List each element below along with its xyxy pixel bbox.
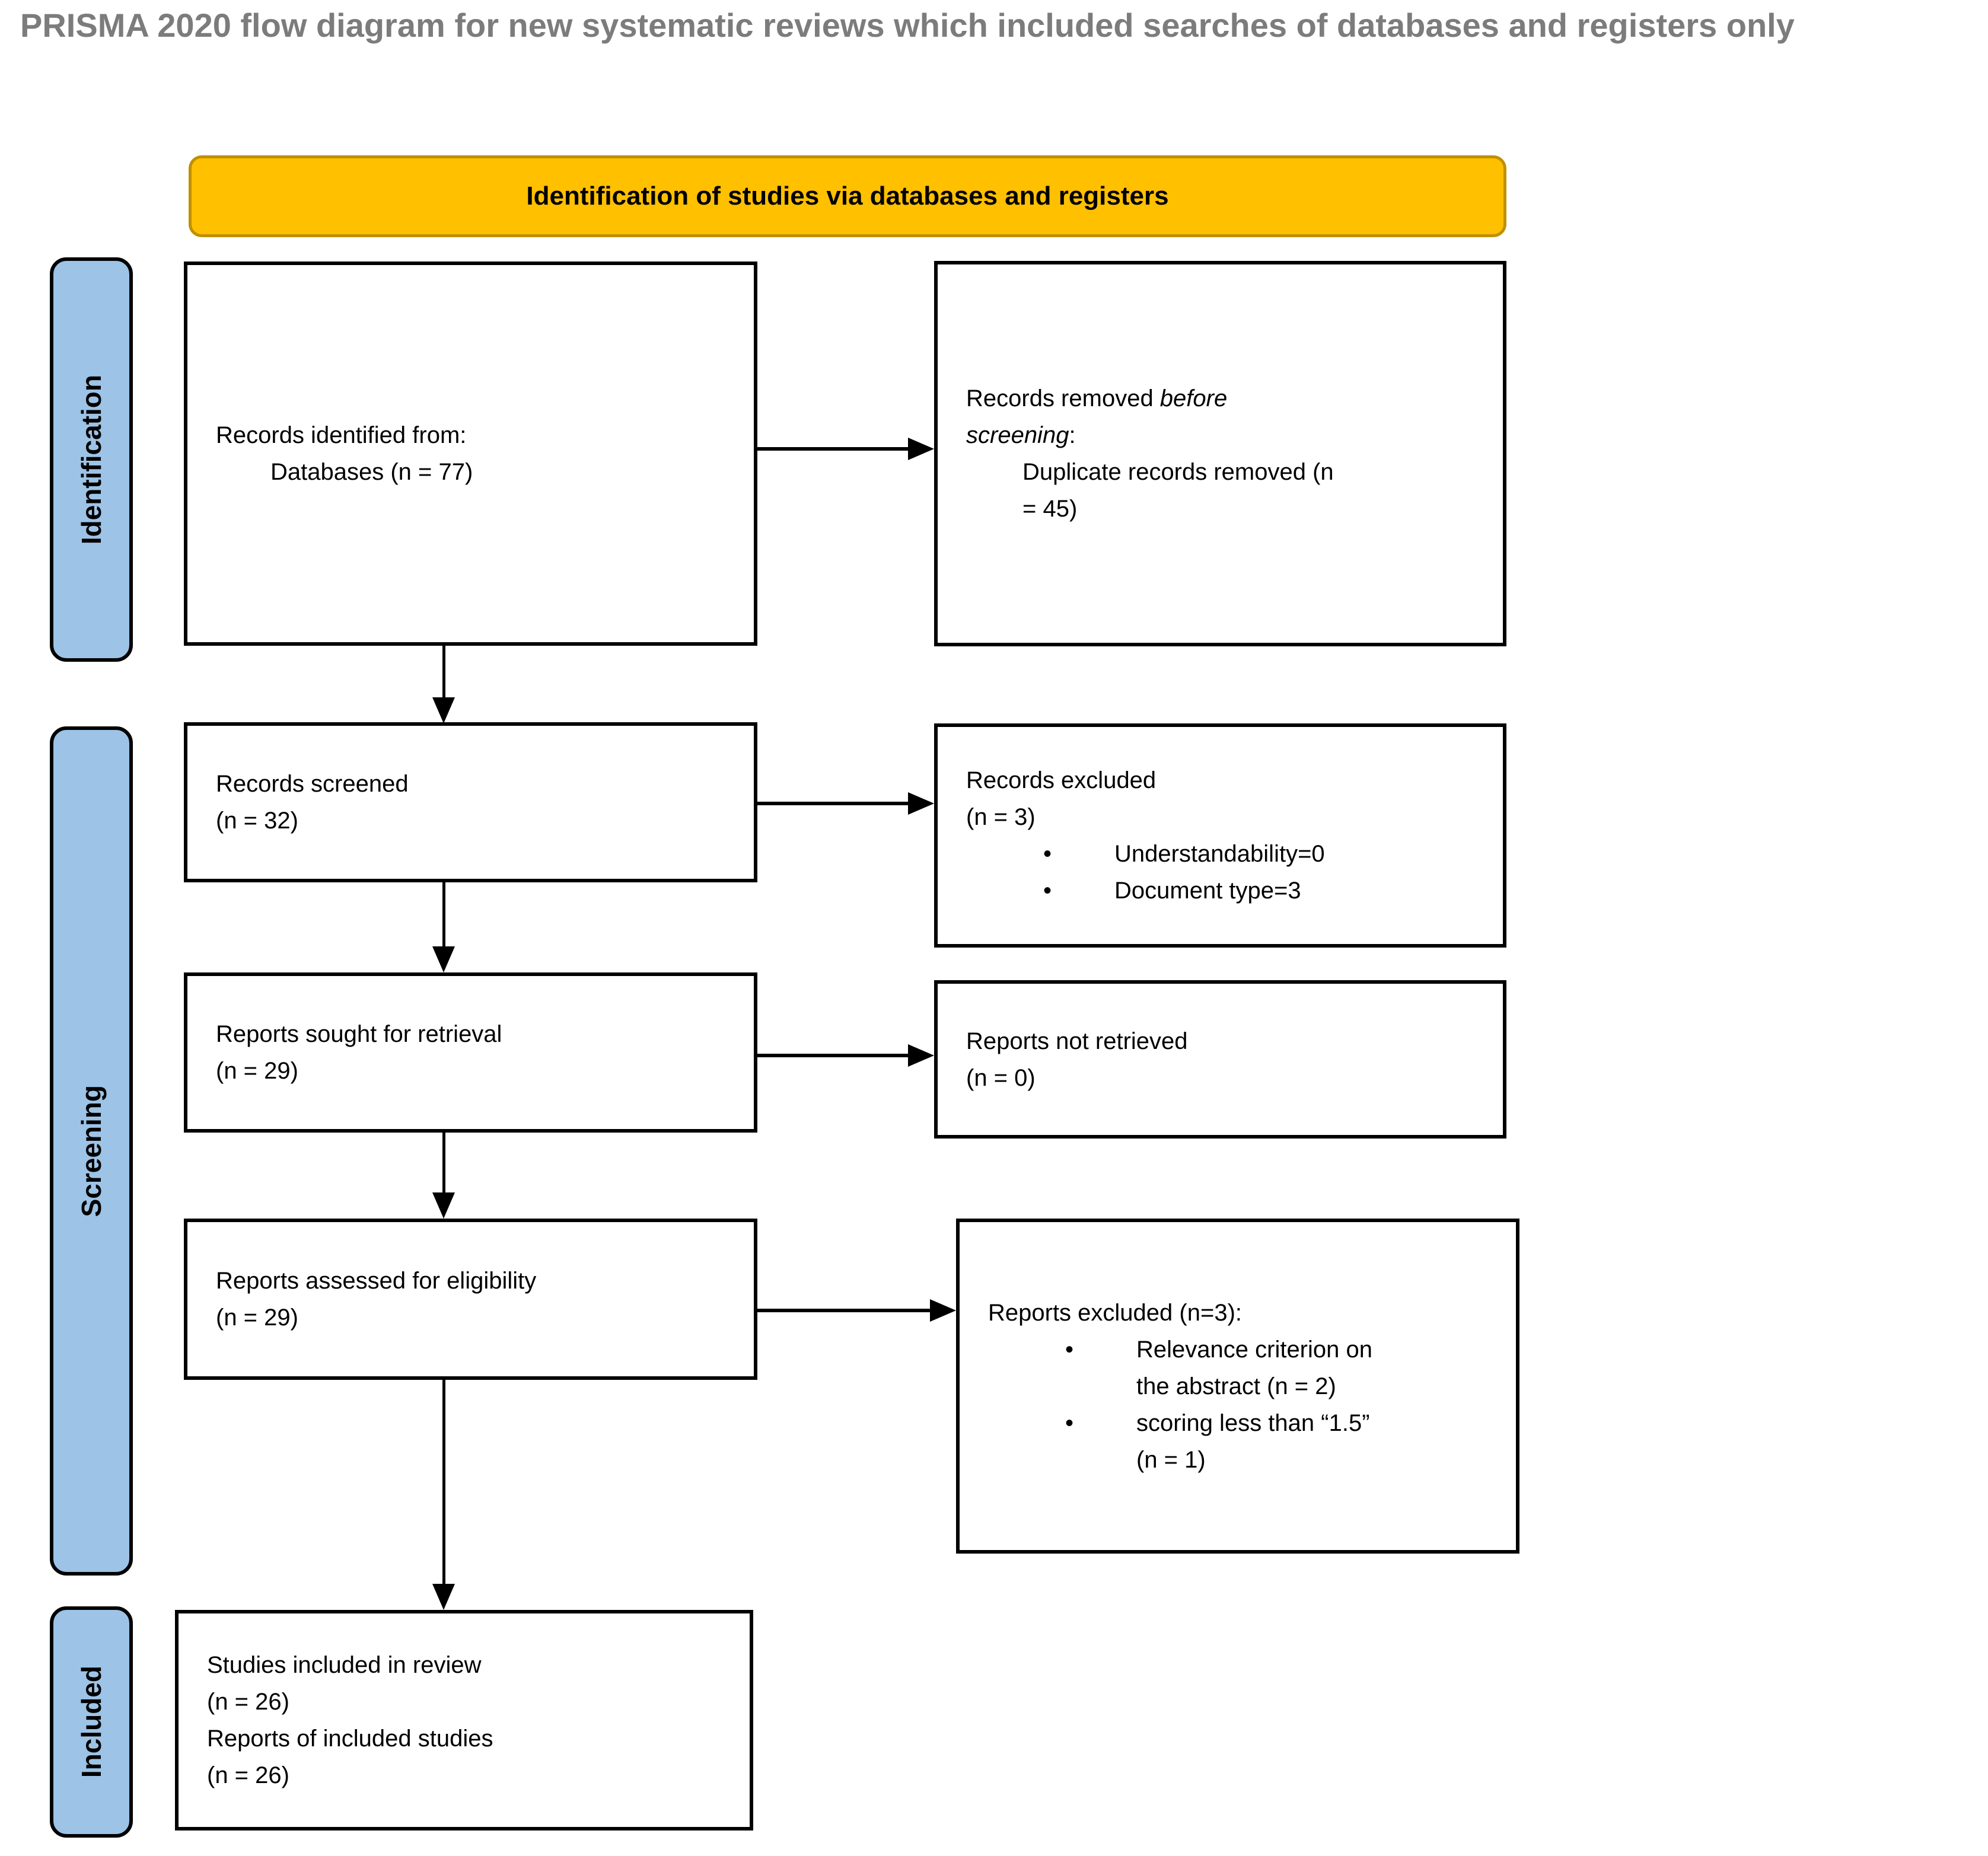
diagram-title: PRISMA 2020 flow diagram for new systema… xyxy=(20,7,1795,44)
reports-sought-text: Reports sought for retrieval (n = 29) xyxy=(216,1021,502,1084)
records-excluded-text: Records excluded (n = 3) xyxy=(966,767,1157,830)
records-removed-emphasis: before screening xyxy=(966,385,1228,448)
reports-excluded-bullet-1: Relevance criterion on the abstract (n =… xyxy=(1136,1336,1372,1399)
list-item: • Document type=3 xyxy=(1043,872,1474,909)
stage-identification: Identification xyxy=(50,257,133,662)
records-excluded-bullet-2: Document type=3 xyxy=(1114,878,1301,904)
records-excluded-bullets: • Understandability=0 • Document type=3 xyxy=(1043,835,1474,909)
list-item: • Relevance criterion on the abstract (n… xyxy=(1065,1331,1487,1405)
list-item: • scoring less than “1.5” (n = 1) xyxy=(1065,1405,1487,1478)
box-records-removed-before-screening: Records removed before screening:Duplica… xyxy=(934,261,1506,646)
reports-excluded-bullets: • Relevance criterion on the abstract (n… xyxy=(1065,1331,1487,1478)
reports-excluded-text: Reports excluded (n=3): xyxy=(988,1299,1242,1326)
reports-assessed-text: Reports assessed for eligibility (n = 29… xyxy=(216,1268,537,1331)
box-reports-assessed: Reports assessed for eligibility (n = 29… xyxy=(184,1219,757,1380)
box-records-identified: Records identified from: Databases (n = … xyxy=(184,262,757,646)
studies-included-text: Studies included in review (n = 26) Repo… xyxy=(207,1652,493,1788)
box-records-excluded: Records excluded (n = 3) • Understandabi… xyxy=(934,723,1506,948)
box-reports-not-retrieved: Reports not retrieved (n = 0) xyxy=(934,980,1506,1139)
bullet-icon: • xyxy=(1065,1409,1074,1436)
records-identified-line2: Databases (n = 77) xyxy=(270,459,473,485)
stage-included: Included xyxy=(50,1606,133,1838)
identification-banner: Identification of studies via databases … xyxy=(189,155,1506,237)
records-excluded-bullet-1: Understandability=0 xyxy=(1114,841,1325,867)
stage-identification-label: Identification xyxy=(76,374,107,545)
reports-excluded-bullet-2: scoring less than “1.5” (n = 1) xyxy=(1136,1409,1370,1473)
records-removed-detail: Duplicate records removed (n = 45) xyxy=(1022,459,1334,522)
bullet-icon: • xyxy=(1043,841,1052,867)
stage-screening-label: Screening xyxy=(76,1085,107,1217)
bullet-icon: • xyxy=(1065,1336,1074,1363)
bullet-icon: • xyxy=(1043,878,1052,904)
box-records-screened: Records screened (n = 32) xyxy=(184,722,757,882)
identification-banner-label: Identification of studies via databases … xyxy=(526,181,1169,211)
box-reports-excluded: Reports excluded (n=3): • Relevance crit… xyxy=(956,1219,1519,1554)
list-item: • Understandability=0 xyxy=(1043,835,1474,872)
box-reports-sought: Reports sought for retrieval (n = 29) xyxy=(184,972,757,1133)
reports-not-retrieved-text: Reports not retrieved (n = 0) xyxy=(966,1028,1188,1091)
records-identified-line1: Records identified from: xyxy=(216,422,467,448)
stage-screening: Screening xyxy=(50,726,133,1576)
stage-included-label: Included xyxy=(76,1666,107,1778)
records-removed-text: Records removed before screening:Duplica… xyxy=(966,380,1474,527)
box-studies-included: Studies included in review (n = 26) Repo… xyxy=(175,1610,753,1831)
records-screened-text: Records screened (n = 32) xyxy=(216,771,409,834)
